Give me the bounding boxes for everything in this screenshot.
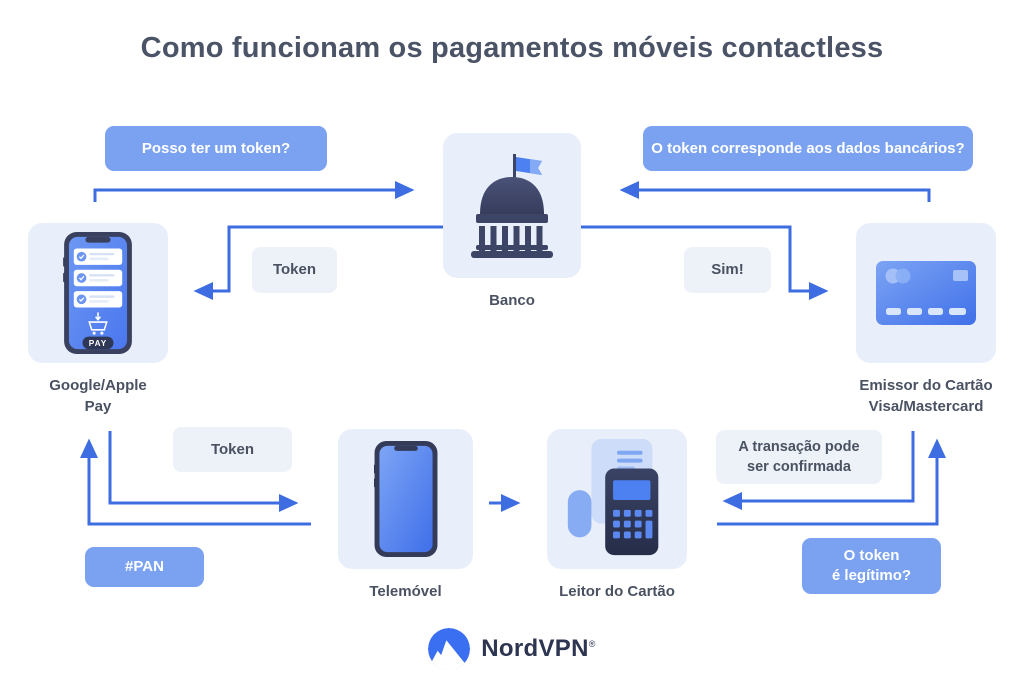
arrow-wallet-to-phone-token: [108, 431, 299, 512]
footer-brand: NordVPN®: [0, 624, 1024, 674]
arrow-wallet-to-bank: [93, 181, 415, 202]
bank-building-icon: [471, 153, 553, 258]
smartphone-icon: [373, 441, 437, 557]
wallet-phone-icon: PAY: [63, 232, 132, 354]
arrow-bank-to-issuer-sim: [581, 225, 829, 300]
message-token-to-wallet: Token: [252, 247, 337, 293]
bank-node: [443, 133, 581, 278]
reader-node: [547, 429, 687, 569]
message-pan: #PAN: [85, 547, 204, 587]
issuer-node: [856, 223, 996, 363]
wallet-node: PAY: [28, 223, 168, 363]
message-ask-match: O token corresponde aos dados bancários?: [643, 126, 973, 171]
trademark-symbol: ®: [588, 639, 596, 649]
issuer-label: Emissor do Cartão Visa/Mastercard: [859, 377, 993, 415]
message-token-legit: O token é legítimo?: [802, 538, 941, 594]
arrow-reader-to-issuer-legit: [717, 438, 946, 526]
reader-label: Leitor do Cartão: [559, 583, 675, 600]
wallet-label: Google/Apple Pay: [49, 377, 147, 415]
arrow-issuer-to-bank: [619, 181, 931, 202]
phone-label: Telemóvel: [369, 583, 442, 600]
page-title: Como funcionam os pagamentos móveis cont…: [140, 32, 884, 64]
credit-card-icon: [876, 261, 976, 325]
arrow-phone-to-wallet-pan: [80, 438, 311, 526]
nordvpn-mountain-logo-icon: [428, 628, 471, 670]
arrow-bank-to-wallet-token: [193, 225, 443, 300]
phone-node: [338, 429, 473, 569]
message-yes: Sim!: [684, 247, 771, 293]
card-reader-icon: [567, 439, 659, 556]
message-transaction-confirmed: A transação pode ser confirmada: [716, 430, 882, 484]
pay-button-label: PAY: [89, 339, 107, 348]
bank-label: Banco: [489, 292, 535, 309]
message-ask-token: Posso ter um token?: [105, 126, 327, 171]
arrow-issuer-to-reader-confirm: [722, 431, 915, 510]
cart-icon: [88, 312, 108, 331]
message-token-to-phone: Token: [173, 427, 292, 472]
brand-wordmark: NordVPN®: [481, 635, 596, 662]
